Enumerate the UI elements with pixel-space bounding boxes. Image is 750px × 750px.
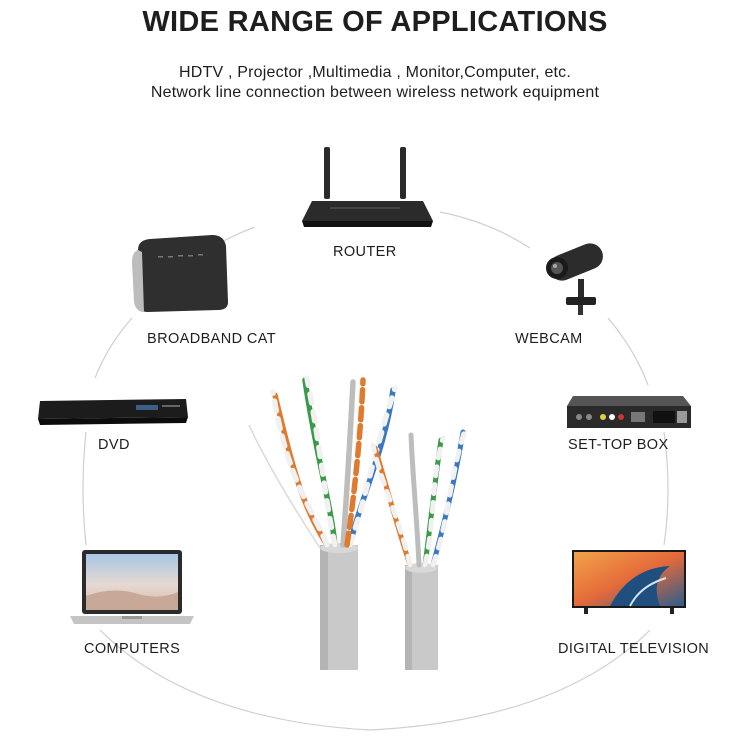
computers-label: COMPUTERS bbox=[84, 641, 181, 657]
page-title: WIDE RANGE OF APPLICATIONS bbox=[142, 6, 608, 38]
router-label: ROUTER bbox=[333, 244, 397, 260]
ethernet-cable-icon bbox=[248, 375, 468, 670]
subtitle-line-2: Network line connection between wireless… bbox=[150, 84, 600, 101]
settop-label: SET-TOP BOX bbox=[568, 437, 669, 453]
webcam-label: WEBCAM bbox=[515, 331, 583, 347]
broadband-label: BROADBAND CAT bbox=[147, 331, 277, 347]
dvd-player-icon bbox=[38, 399, 188, 425]
tv-label: DIGITAL TELEVISION bbox=[558, 641, 710, 657]
television-icon bbox=[572, 550, 686, 614]
laptop-icon bbox=[70, 550, 194, 624]
modem-icon bbox=[132, 235, 228, 312]
set-top-box-icon bbox=[567, 396, 691, 428]
webcam-icon bbox=[546, 243, 603, 315]
subtitle-line-1: HDTV , Projector ,Multimedia , Monitor,C… bbox=[178, 64, 572, 81]
dvd-label: DVD bbox=[98, 437, 130, 453]
router-icon bbox=[302, 147, 433, 227]
